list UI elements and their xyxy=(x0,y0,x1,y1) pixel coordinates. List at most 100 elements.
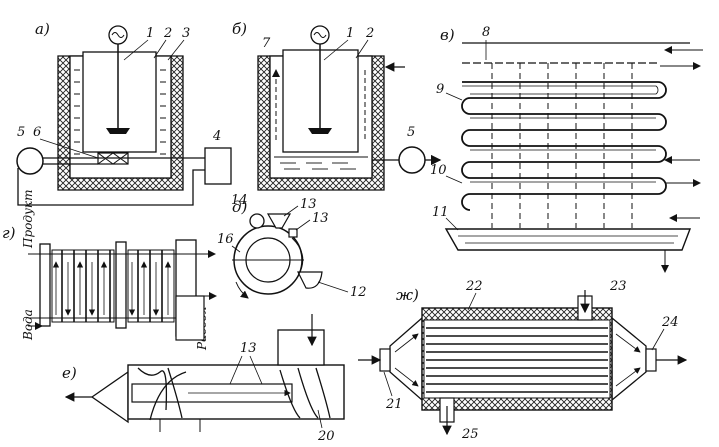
shell-right-flange xyxy=(645,348,657,372)
label-part-13-e: 13 xyxy=(240,341,257,356)
label-section-v: в) xyxy=(440,26,455,44)
label-part-9: 9 xyxy=(436,82,444,97)
label-water: Вода xyxy=(21,309,35,341)
label-part-1-a: 1 xyxy=(146,26,154,41)
pump-5-right xyxy=(398,146,426,174)
leader-3-a xyxy=(167,39,185,61)
pipe-a-bottom-loop xyxy=(17,168,205,206)
tank-b-liquid xyxy=(274,156,368,170)
shell-left-head xyxy=(389,316,423,402)
leader-9 xyxy=(445,92,463,101)
label-part-12: 12 xyxy=(350,285,367,300)
tank-b-motor-symbol xyxy=(313,32,327,38)
unit-4-controller xyxy=(204,147,232,185)
leader-2-b xyxy=(355,39,369,59)
shell-tube-bundle xyxy=(426,327,608,393)
leader-6 xyxy=(39,138,99,159)
shell-left-flange xyxy=(379,348,391,372)
cooler-trickle-lines xyxy=(491,63,633,228)
leader-21 xyxy=(383,371,393,397)
tank-a-inner-vessel xyxy=(82,51,157,153)
screw-helix xyxy=(137,367,331,421)
plate-flow-arrows xyxy=(52,261,172,316)
tank-a-heater-6-cross xyxy=(97,152,129,165)
tank-b-jacket-flow xyxy=(272,69,366,140)
pump-5-left xyxy=(16,147,44,175)
tank-a-impeller xyxy=(106,128,130,134)
plate-dividers xyxy=(61,250,163,322)
shell-right-head xyxy=(611,316,647,402)
cooler-trough-liquid xyxy=(458,235,678,244)
label-section-a: а) xyxy=(35,20,50,38)
label-part-3-a: 3 xyxy=(182,26,190,41)
label-section-b: б) xyxy=(232,20,247,38)
label-section-g: г) xyxy=(2,224,16,242)
leader-11 xyxy=(445,217,459,231)
cooler-trough-11 xyxy=(444,228,692,251)
cooler-serpentine-tube xyxy=(461,81,667,211)
label-part-23: 23 xyxy=(609,279,627,294)
diagram-v-irrigation-cooler: в) 8 9 10 11 xyxy=(430,25,703,273)
diagram-e-screw-cooler: е) 13 20 xyxy=(62,314,345,444)
label-part-10: 10 xyxy=(430,163,447,178)
roller-15 xyxy=(249,213,265,229)
label-part-22: 22 xyxy=(465,279,483,294)
screw-supports xyxy=(159,419,201,432)
plate-brine-box xyxy=(175,295,205,341)
label-product: Продукт xyxy=(21,190,35,249)
label-part-1-b: 1 xyxy=(346,26,354,41)
label-part-15: 14 xyxy=(231,193,248,208)
leader-22 xyxy=(467,292,477,311)
leader-13-e-2 xyxy=(249,355,263,385)
label-part-11: 11 xyxy=(432,205,449,220)
shell-head-flow xyxy=(394,333,641,387)
hopper-14 xyxy=(266,213,292,229)
label-part-5-right: 5 xyxy=(407,125,415,140)
label-part-14: 13 xyxy=(300,197,317,212)
leader-2-a xyxy=(153,39,167,59)
label-part-21: 21 xyxy=(385,397,403,412)
diagram-a-stirred-tank: а) 1 2 3 4 xyxy=(16,20,232,206)
screw-hopper xyxy=(277,329,325,366)
label-section-e: е) xyxy=(62,364,77,382)
leader-24 xyxy=(651,328,665,351)
tank-b-impeller xyxy=(308,128,332,134)
label-part-7: 7 xyxy=(262,36,271,51)
leader-1-a xyxy=(123,39,149,61)
leader-1-b xyxy=(323,39,349,61)
diagram-b-jacketed-tank: б) 7 1 2 5 xyxy=(232,20,442,191)
label-part-4: 4 xyxy=(212,129,221,144)
leader-12 xyxy=(317,281,349,293)
diagram-g-plate-exchanger: г) Продукт Вода Рассол xyxy=(2,190,217,351)
plate-frame-left xyxy=(39,243,51,327)
label-part-8: 8 xyxy=(482,25,490,40)
leader-10 xyxy=(445,175,463,184)
label-part-13-d: 13 xyxy=(312,211,329,226)
label-part-5-left: 5 xyxy=(17,125,25,140)
tank-a-motor-symbol xyxy=(111,32,125,38)
label-part-25: 25 xyxy=(461,427,479,442)
label-part-24: 24 xyxy=(661,315,679,330)
leader-13-e-1 xyxy=(229,355,243,385)
plate-frame-mid xyxy=(115,241,127,329)
shell-interior xyxy=(423,319,611,399)
leader-13-d xyxy=(295,219,311,231)
diagram-d-drum-cooler: д) 14 13 13 16 12 xyxy=(217,193,367,300)
scraper-12 xyxy=(297,271,323,289)
diagram-zh-shell-tube: ж) 22 xyxy=(358,279,688,442)
leader-20 xyxy=(317,409,323,429)
cooler-serpentine-inner xyxy=(462,85,659,183)
leader-16 xyxy=(231,245,241,253)
screw-cone xyxy=(90,370,129,424)
label-section-d: д) xyxy=(232,198,248,216)
drum-rotation-arrow xyxy=(235,281,249,299)
label-part-16: 16 xyxy=(217,232,234,247)
label-part-20: 20 xyxy=(317,429,335,444)
label-part-2-b: 2 xyxy=(365,26,374,41)
label-part-2-a: 2 xyxy=(163,26,172,41)
label-part-6: 6 xyxy=(33,125,41,140)
label-section-zh: ж) xyxy=(396,286,419,304)
leader-14 xyxy=(283,205,299,217)
knife-13-d xyxy=(288,228,298,238)
